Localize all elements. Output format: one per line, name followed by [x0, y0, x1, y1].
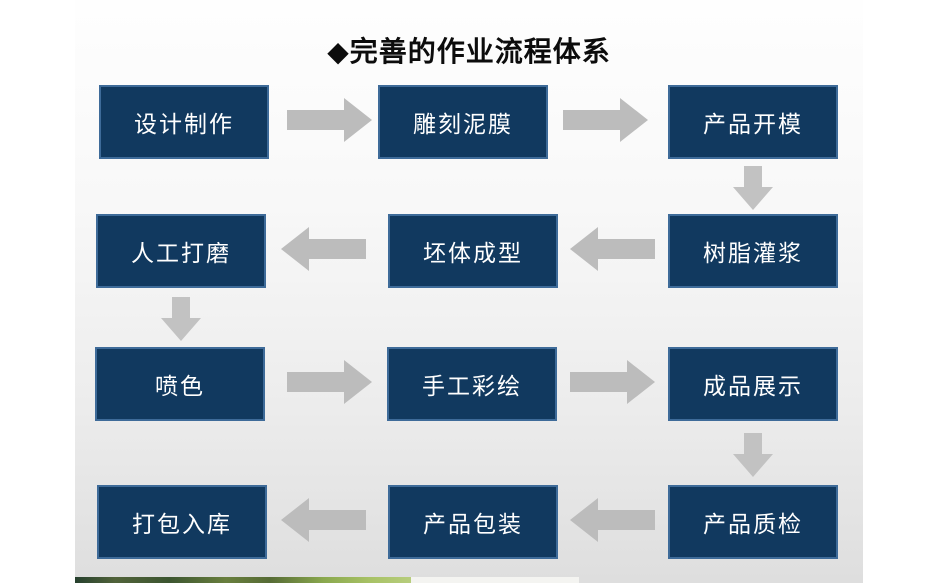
step-clay-mold-carving-box: 雕刻泥膜 — [378, 85, 548, 159]
step-label: 产品包装 — [423, 511, 523, 537]
cropped-photo-strip — [75, 577, 411, 583]
slide: ◆完善的作业流程体系 设计制作 雕刻泥膜 产品开模 人工打磨 坯体成型 树脂灌浆… — [75, 0, 863, 583]
step-product-packaging-box: 产品包装 — [388, 485, 558, 559]
step-product-mold-opening-box: 产品开模 — [668, 85, 838, 159]
step-packing-warehousing-box: 打包入库 — [97, 485, 267, 559]
step-finished-display-box: 成品展示 — [668, 347, 838, 421]
arrow-left-icon — [570, 227, 655, 271]
arrow-right-icon — [287, 98, 372, 142]
step-manual-polishing-box: 人工打磨 — [96, 214, 266, 288]
arrow-down-icon — [733, 166, 773, 210]
step-label: 成品展示 — [703, 373, 803, 399]
step-hand-painting-box: 手工彩绘 — [387, 347, 557, 421]
arrow-right-icon — [563, 98, 648, 142]
step-label: 树脂灌浆 — [703, 240, 803, 266]
step-spray-coloring-box: 喷色 — [95, 347, 265, 421]
arrow-left-icon — [570, 498, 655, 542]
arrow-down-icon — [733, 433, 773, 477]
step-design-production-box: 设计制作 — [99, 85, 269, 159]
step-label: 手工彩绘 — [422, 373, 522, 399]
arrow-left-icon — [281, 227, 366, 271]
arrow-down-icon — [161, 297, 201, 341]
step-resin-grouting-box: 树脂灌浆 — [668, 214, 838, 288]
arrow-left-icon — [281, 498, 366, 542]
step-label: 产品质检 — [703, 511, 803, 537]
step-label: 雕刻泥膜 — [413, 111, 513, 137]
step-label: 打包入库 — [132, 511, 232, 537]
step-label: 设计制作 — [134, 111, 234, 137]
step-blank-forming-box: 坯体成型 — [388, 214, 558, 288]
step-label: 人工打磨 — [131, 240, 231, 266]
arrow-right-icon — [570, 360, 655, 404]
step-label: 坯体成型 — [423, 240, 523, 266]
step-label: 产品开模 — [703, 111, 803, 137]
step-label: 喷色 — [155, 373, 205, 399]
page-title: ◆完善的作业流程体系 — [327, 37, 611, 68]
cropped-photo-strip — [411, 577, 579, 583]
arrow-right-icon — [287, 360, 372, 404]
step-quality-inspection-box: 产品质检 — [668, 485, 838, 559]
